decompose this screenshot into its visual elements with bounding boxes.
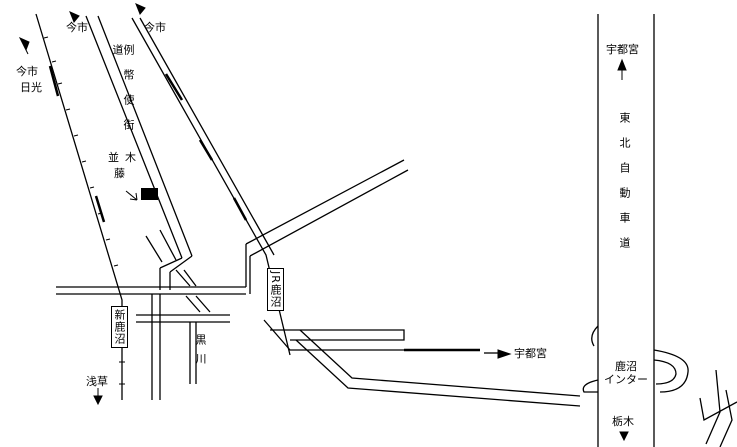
label-asakusa: 浅草 xyxy=(86,375,108,388)
vertical-road-a xyxy=(151,294,161,400)
arrow-imaichi-mid xyxy=(69,11,80,23)
main-road xyxy=(56,286,246,295)
label-imaichi-mid: 今市 xyxy=(66,21,88,34)
label-utsunomiya-top: 宇都宮 xyxy=(606,43,639,56)
label-kanuma-ic-2: インター xyxy=(604,373,648,386)
arrow-asakusa xyxy=(93,388,103,406)
destination-marker xyxy=(141,188,158,200)
interchange-loop xyxy=(582,325,737,447)
label-kanuma-ic-1: 鹿沼 xyxy=(615,360,637,373)
label-tochigi: 栃木 xyxy=(612,415,634,428)
kurokawa-road xyxy=(189,322,197,384)
label-kurokawa: 黒川 xyxy=(194,334,207,372)
label-namiki-1: 並木 xyxy=(108,151,142,164)
arrow-tochigi xyxy=(619,431,629,442)
arrow-utsunomiya-top xyxy=(617,58,627,80)
label-shin-kanuma: 新鹿沼 xyxy=(111,306,128,348)
label-utsunomiya-east: 宇都宮 xyxy=(514,347,547,360)
road-to-kanuma-ic xyxy=(295,329,581,407)
tohoku-expressway xyxy=(597,14,655,447)
arrow-imaichi-left xyxy=(18,36,30,55)
tobu-railway-line xyxy=(35,13,123,400)
label-namiki-2: 藤 xyxy=(114,167,125,180)
road-northeast xyxy=(245,159,409,257)
road-to-utsunomiya xyxy=(263,319,480,351)
label-jr-kanuma: JR鹿沼 xyxy=(267,268,284,311)
arrow-utsunomiya-east xyxy=(497,349,512,359)
arrow-destination xyxy=(125,190,138,201)
label-kanuma-ic: 鹿沼 インター xyxy=(598,360,654,386)
jr-nikko-line xyxy=(131,17,291,356)
label-imaichi-left-2: 日光 xyxy=(20,81,42,94)
tobu-thick-segment xyxy=(48,65,106,223)
label-reiheishi-kaido: 例幣使街道 xyxy=(111,44,135,144)
arrow-imaichi-right xyxy=(135,3,146,15)
label-imaichi-left-1: 今市 xyxy=(16,65,38,78)
label-imaichi-right: 今市 xyxy=(144,21,166,34)
reiheishi-kaido-road xyxy=(85,15,193,259)
lower-road xyxy=(136,314,230,323)
label-tohoku-expressway: 東北自動車道 xyxy=(618,112,631,262)
